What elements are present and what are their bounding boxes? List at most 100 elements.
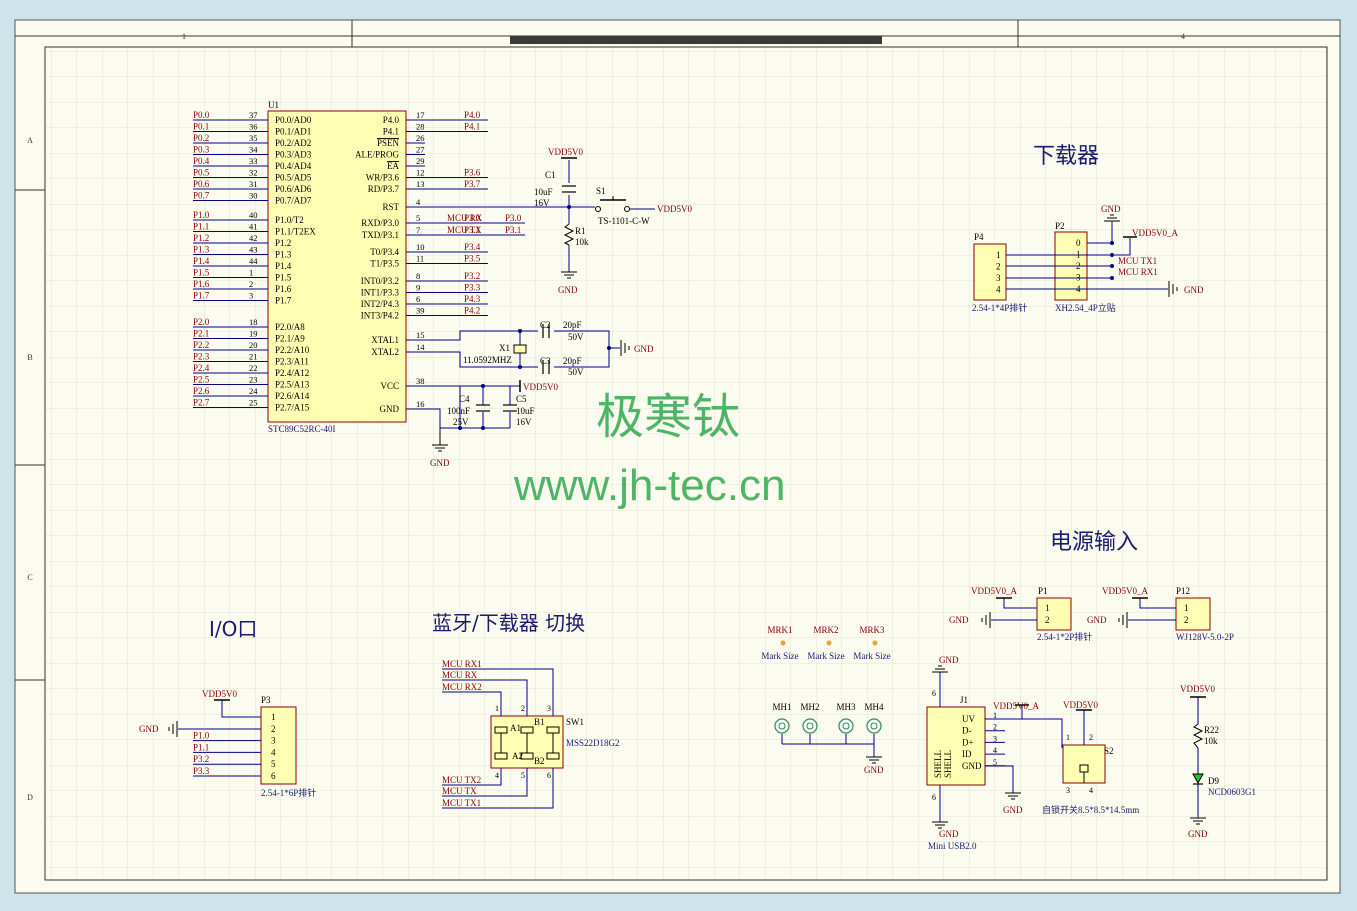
net-label-P4.3: P4.3 [464, 294, 481, 304]
u1-pin-number: 19 [249, 329, 258, 339]
p2-part: XH2.54_4P立贴 [1055, 302, 1116, 313]
u1-pin-number: 35 [249, 133, 258, 143]
switch-s1 [595, 196, 630, 212]
u1-pin-number: 28 [416, 122, 425, 132]
p1-part: 2.54-1*2P排针 [1037, 631, 1092, 642]
p1-pin-1: 1 [1045, 603, 1050, 613]
sw1-top-wire [442, 668, 554, 716]
border-col-1: 1 [182, 32, 186, 41]
u1-pin-name: P1.0/T2 [275, 215, 304, 225]
c4-value: 100nF [447, 406, 470, 416]
c3-value: 20pF [563, 356, 582, 366]
net-label-P0.5: P0.5 [193, 168, 210, 178]
crystal-x1 [513, 344, 527, 354]
d9-part: NCD0603G1 [1208, 787, 1256, 797]
u1-pin-name: XTAL1 [371, 335, 399, 345]
sw1-pin-number: 4 [495, 771, 499, 780]
c1-voltage: 16V [534, 198, 550, 208]
section-title-switch: 蓝牙/下载器 切换 [432, 611, 585, 635]
mark-size-label: Mark Size [761, 651, 798, 661]
net-label-P2.0: P2.0 [193, 317, 210, 327]
mounting-hole-ref: MH2 [800, 702, 819, 712]
net-label-P4.2: P4.2 [464, 306, 480, 316]
download-gnd-label: GND [1101, 204, 1121, 214]
u1-pin-name: XTAL2 [371, 347, 399, 357]
sw1-pin-number: 3 [547, 704, 551, 713]
u1-pin-number: 29 [416, 156, 425, 166]
mark-ref: MRK3 [859, 625, 885, 635]
download-vdd-label: VDD5V0_A [1132, 228, 1178, 238]
s2-ref: S2 [1104, 746, 1114, 756]
fiducial-mark [826, 640, 832, 646]
u1-pin-number: 40 [249, 210, 258, 220]
s2-pin-1: 1 [1066, 733, 1070, 742]
u1-pin-number: 42 [249, 233, 258, 243]
power-input-wires [991, 598, 1176, 621]
io-power-wires [178, 700, 261, 730]
r1-value: 10k [575, 237, 589, 247]
u1-pin-number: 33 [249, 156, 258, 166]
border-row-d: D [27, 793, 33, 802]
resistor-r22 [1192, 723, 1204, 749]
j1-shell-pin-bottom: 6 [932, 793, 936, 802]
u1-pin-number: 11 [416, 254, 424, 264]
u1-pin-name: P2.0/A8 [275, 322, 305, 332]
net-label-P0.2: P0.2 [193, 133, 209, 143]
x1-value: 11.0592MHZ [463, 355, 512, 365]
c4-voltage: 25V [453, 417, 469, 427]
s2-pin-3: 3 [1066, 786, 1070, 795]
net-label-P3.2: P3.2 [193, 754, 209, 764]
ground-symbol-p12 [1118, 612, 1128, 628]
sw1-bottom-wire [442, 768, 502, 786]
u1-pin-number: 37 [249, 110, 258, 120]
p4-pin-number: 3 [996, 273, 1001, 283]
r22-ref: R22 [1204, 725, 1219, 735]
reset-circuit [406, 160, 655, 272]
usb-gnd-top-label: GND [939, 655, 959, 665]
j1-vdd-label: VDD5V0_A [993, 701, 1039, 711]
resistor-r1 [563, 223, 575, 246]
p3-pin-number: 4 [271, 747, 276, 757]
mounting-hole-icon [870, 722, 878, 730]
u1-pin-name: P2.7/A15 [275, 403, 310, 413]
u1-pin-number: 27 [416, 145, 425, 155]
u1-pin-name: P2.6/A14 [275, 391, 310, 401]
net-label-P3.0: P3.0 [505, 213, 522, 223]
sw1-top-wire [442, 679, 528, 716]
u1-pin-name: RD/P3.7 [368, 184, 400, 194]
p12-gnd-label: GND [1087, 615, 1107, 625]
mounting-hole-ref: MH3 [836, 702, 856, 712]
p1-pin-2: 2 [1045, 615, 1050, 625]
u1-pin-number: 32 [249, 168, 258, 178]
reset-gnd-label: GND [558, 285, 578, 295]
reset-vdd-label: VDD5V0 [548, 147, 583, 157]
u1-pin-number: 24 [249, 386, 258, 396]
sw1-part: MSS22D18G2 [566, 738, 620, 748]
sw1-net-label: MCU RX1 [442, 659, 482, 669]
p12-ref: P12 [1176, 586, 1190, 596]
j1-pin-number: 5 [993, 758, 997, 767]
led-d9 [1192, 773, 1204, 785]
fiducial-mark [780, 640, 786, 646]
net-label-P0.6: P0.6 [193, 179, 210, 189]
sw1-top-wire [442, 691, 502, 716]
io-gnd-label: GND [139, 724, 159, 734]
mounting-hole-icon [842, 722, 850, 730]
net-label-P3.0: P3.0 [464, 213, 481, 223]
border-row-b: B [27, 353, 32, 362]
sw1-bottom-wire [442, 768, 528, 797]
u1-pin-name: WR/P3.6 [366, 173, 400, 183]
usb-gnd-bottom-label: GND [939, 829, 959, 839]
ground-symbol-download-right [1168, 281, 1178, 297]
net-label-P2.3: P2.3 [193, 352, 210, 362]
u1-part: STC89C52RC-40I [268, 424, 336, 434]
viewer-toolbar[interactable] [510, 36, 882, 44]
p3-pin-number: 6 [271, 771, 276, 781]
p1-gnd-label: GND [949, 615, 969, 625]
net-label-P2.2: P2.2 [193, 340, 209, 350]
ground-symbol-reset [561, 271, 577, 279]
s1-ref: S1 [596, 186, 606, 196]
s1-part: TS-1101-C-W [598, 216, 650, 226]
sw1-net-label: MCU RX [442, 670, 478, 680]
